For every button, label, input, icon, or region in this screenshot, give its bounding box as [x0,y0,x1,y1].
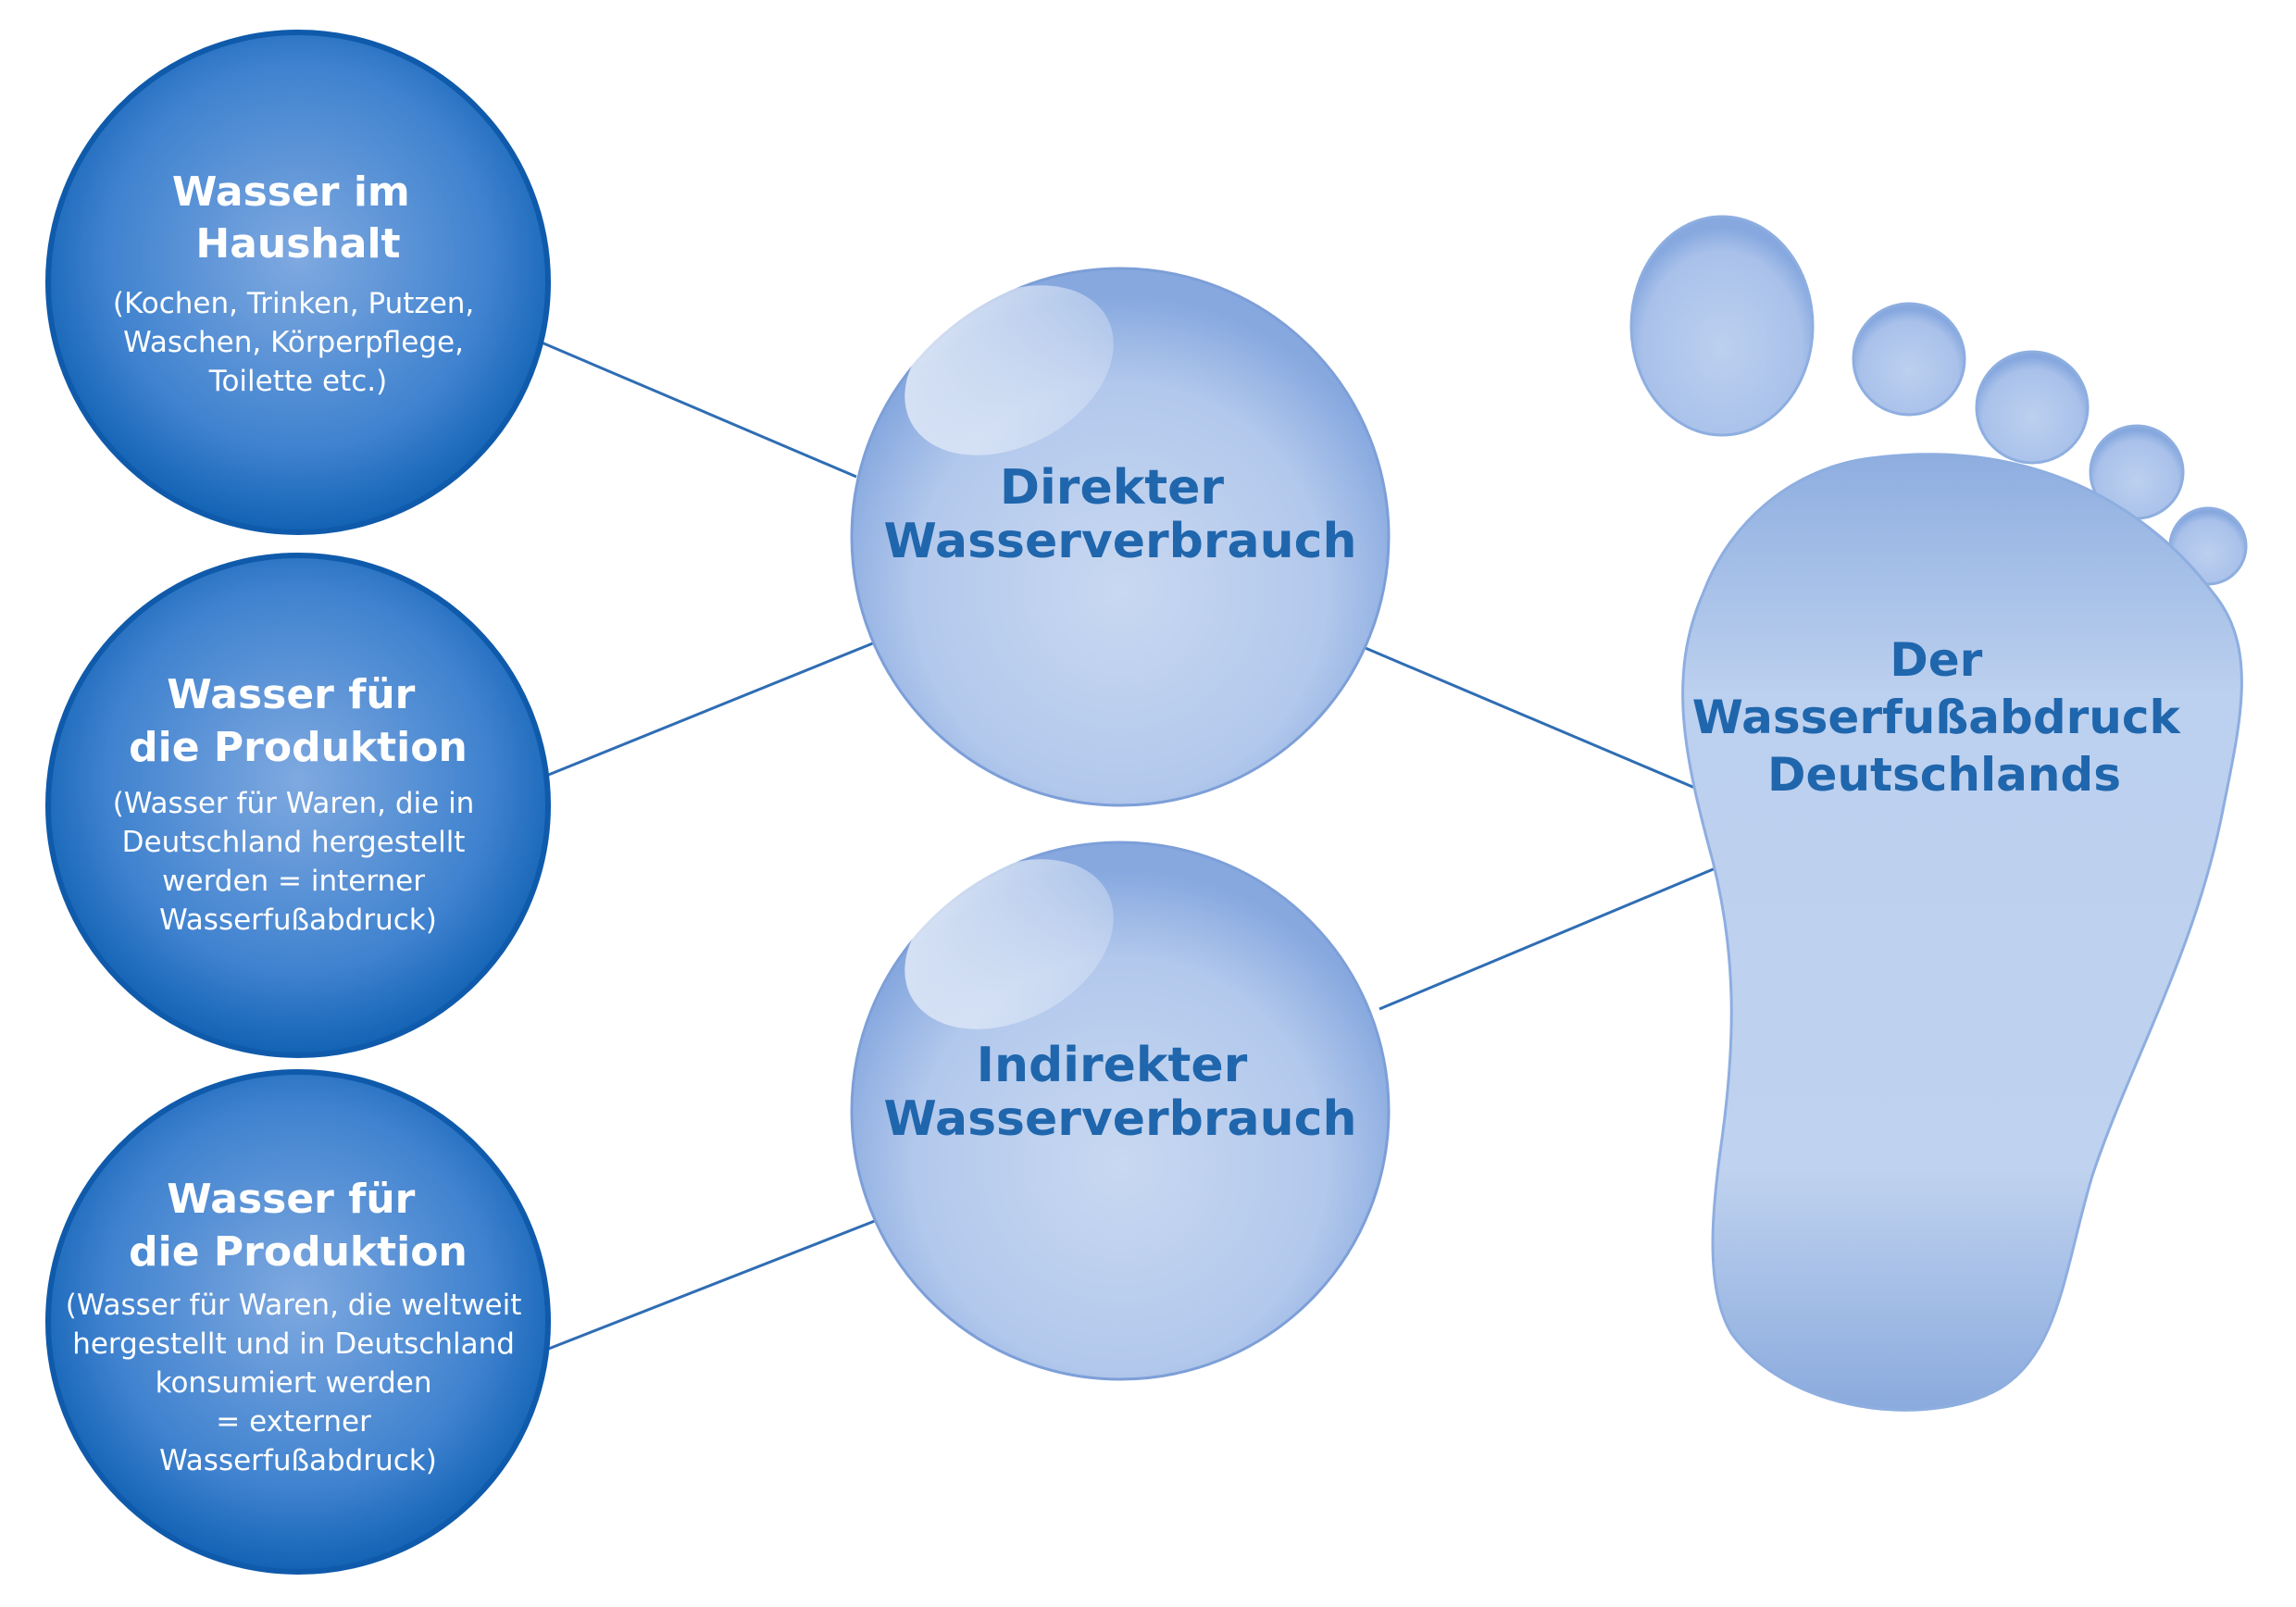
bubble-highlight [905,285,1114,455]
connector-indirekt-footprint [1379,864,1723,1011]
source-externer-fussabdruck: Wasser für die Produktion (Wasser für Wa… [45,1069,551,1575]
source-haushalt: Wasser im Haushalt (Kochen, Trinken, Put… [45,30,551,535]
footprint-title: Der Wasserfußabdruck Deutschlands [1692,633,2196,802]
connector-direkt-footprint [1360,644,1704,793]
footprint: Der Wasserfußabdruck Deutschlands [1629,215,2248,1412]
toe-2 [1852,302,1966,417]
source-circle [45,553,551,1058]
usage-title: Indirekter Wasserverbrauch [883,1038,1356,1147]
usage-indirekt: Indirekter Wasserverbrauch [850,841,1391,1381]
source-title: Wasser für die Produktion [129,671,468,771]
source-circle [45,30,551,535]
connector-extern-indirekt [541,1215,885,1353]
connector-haushalt-direkt [541,341,857,479]
source-detail: (Wasser für Waren, die in Deutschland he… [113,787,483,937]
source-title: Wasser für die Produktion [129,1176,468,1276]
source-title: Wasser im Haushalt [172,168,424,268]
source-detail: (Kochen, Trinken, Putzen, Waschen, Körpe… [113,287,483,398]
toe-3 [1975,350,2090,465]
usage-direkt: Direkter Wasserverbrauch [850,267,1391,807]
source-circle [45,1069,551,1575]
usage-title: Direkter Wasserverbrauch [883,460,1356,569]
source-interner-fussabdruck: Wasser für die Produktion (Wasser für Wa… [45,553,551,1058]
connector-intern-direkt [541,637,885,779]
foot-sole [1681,453,2243,1412]
toe-big [1629,215,1815,437]
bubble-highlight [905,859,1114,1029]
source-detail: (Wasser für Waren, die weltweit hergeste… [66,1289,531,1477]
